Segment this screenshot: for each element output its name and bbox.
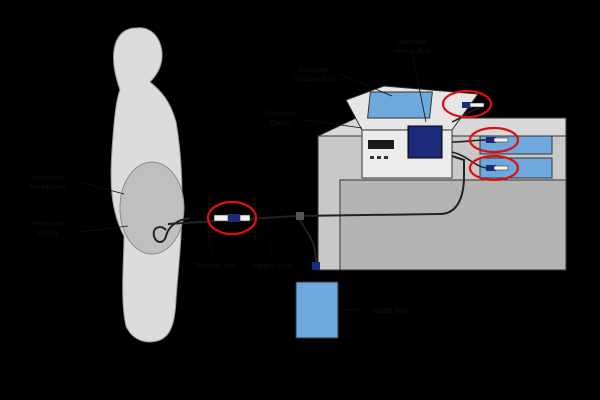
drain-line [299, 219, 317, 263]
cycler-machine-side [339, 179, 567, 271]
drain-connector [312, 262, 320, 270]
line-to-solution-2 [451, 151, 487, 169]
transfer-set-navy [226, 214, 240, 222]
line-to-heater [451, 107, 481, 123]
label-peritoneal-cavity-1: Peritoneal [31, 219, 65, 228]
patient-line [167, 155, 465, 225]
connector-solution-1 [486, 137, 509, 143]
label-drain-bag: Waste Bag [372, 306, 408, 315]
leader-heater-bag [411, 51, 427, 123]
transfer-set-white [213, 214, 229, 222]
label-transfer-set: Transfer Set [194, 261, 236, 270]
label-patient-line: Patient Line [252, 261, 292, 270]
connector-solution-2 [486, 165, 509, 171]
connector-heater [462, 102, 485, 108]
label-cycler-2: Cycler [269, 118, 291, 127]
label-heater-bag-2: Heater Bag [393, 46, 431, 55]
dialysate-cassette [407, 125, 443, 159]
transfer-set-cap [239, 214, 251, 222]
leader-cavity [79, 225, 129, 233]
label-cycler-1: Dialysate [265, 109, 296, 118]
cycler-button-3 [384, 156, 388, 159]
leader-patient-line [267, 221, 273, 259]
cycler-button-2 [377, 156, 381, 159]
heater-bag [367, 91, 433, 119]
highlight-solution-connector-2 [468, 154, 520, 182]
label-solution-bag-1: Dialysate [299, 65, 330, 74]
label-solution-bag-2: Solution Bag [293, 74, 336, 83]
highlight-transfer-set [206, 200, 258, 236]
label-heater-bag-1: Dialysate [397, 37, 428, 46]
label-peritoneal-membrane-2: Membrane [30, 182, 66, 191]
solution-bag-lower [479, 157, 553, 179]
label-peritoneal-cavity-2: Cavity [38, 228, 59, 237]
leader-membrane [79, 181, 125, 195]
highlight-solution-connector-1 [468, 126, 520, 154]
leader-solution-bag [339, 73, 393, 97]
cycler-button-1 [370, 156, 374, 159]
y-junction [296, 212, 304, 220]
highlight-heater-connector [441, 89, 493, 119]
catheter-coil [152, 217, 191, 243]
drain-bag [295, 281, 339, 339]
peritoneal-cavity [119, 161, 185, 255]
leader-cycler [305, 119, 363, 129]
leader-transfer-set [203, 223, 215, 259]
cycler-display-screen [368, 140, 394, 149]
label-peritoneal-membrane-1: Peritoneal [31, 173, 65, 182]
